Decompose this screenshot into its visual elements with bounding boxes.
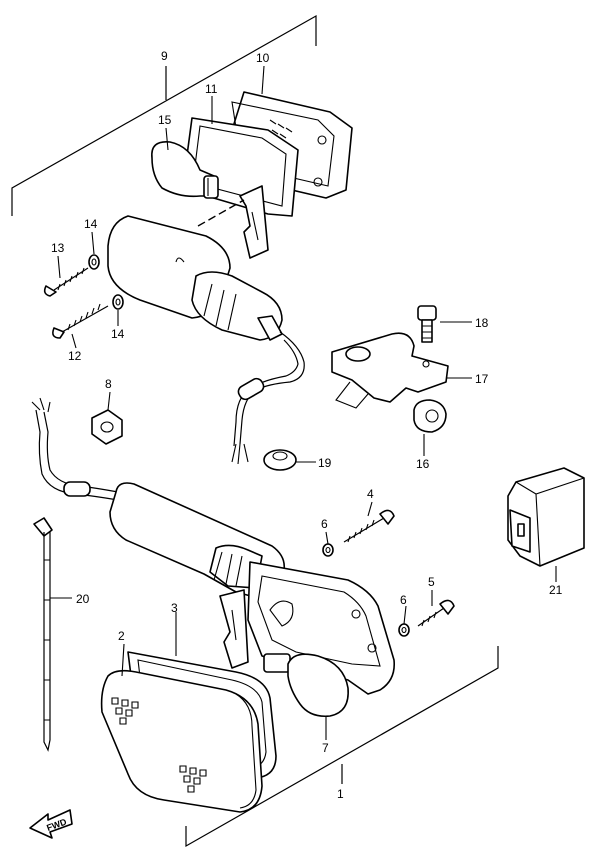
callout-8: 8 <box>105 377 112 391</box>
washer-6-lower <box>398 623 410 637</box>
callout-6-lower: 6 <box>400 593 407 607</box>
forward-arrow-icon: FWD <box>29 809 73 839</box>
grommet-19 <box>263 449 297 471</box>
upper-wire <box>231 331 305 465</box>
upper-bulb <box>151 141 219 199</box>
callout-7: 7 <box>322 741 329 755</box>
lower-wire <box>31 397 119 501</box>
callout-17: 17 <box>475 372 489 386</box>
callout-20: 20 <box>76 592 90 606</box>
washer-6-upper <box>322 543 334 557</box>
callout-3: 3 <box>171 601 178 615</box>
leader-lines <box>50 65 557 740</box>
callout-21: 21 <box>549 583 563 597</box>
lower-lens <box>100 669 263 813</box>
callout-13: 13 <box>51 241 65 255</box>
callout-1: 1 <box>337 787 344 801</box>
screw-4 <box>343 509 395 543</box>
callout-12: 12 <box>68 349 82 363</box>
callout-10: 10 <box>256 51 270 65</box>
flange-nut-16 <box>413 399 447 433</box>
callout-18: 18 <box>475 316 489 330</box>
upper-housing <box>107 215 283 341</box>
upper-screw-13 <box>43 267 89 297</box>
callout-5: 5 <box>428 575 435 589</box>
callout-14-upper: 14 <box>84 217 98 231</box>
washer-14-lower <box>112 294 124 310</box>
callout-2: 2 <box>118 629 125 643</box>
group-bracket-upper <box>11 14 317 216</box>
callout-11: 11 <box>205 82 218 96</box>
screw-5 <box>417 599 455 627</box>
callout-labels: 1 2 3 4 5 6 6 7 8 9 10 11 12 13 14 14 15… <box>51 49 563 801</box>
washer-14-upper <box>88 254 100 270</box>
relay-21 <box>507 467 585 567</box>
callout-16: 16 <box>416 457 430 471</box>
callout-4: 4 <box>367 487 374 501</box>
mount-bracket-17 <box>331 332 449 409</box>
callout-6-upper: 6 <box>321 517 328 531</box>
hex-nut-8 <box>91 409 123 445</box>
group-bracket-lower <box>185 646 499 848</box>
upper-screw-12 <box>52 303 109 339</box>
callout-14-lower: 14 <box>111 327 125 341</box>
callout-9: 9 <box>161 49 168 63</box>
cable-tie-20 <box>33 517 53 752</box>
lower-mount-clip <box>219 589 249 669</box>
upper-mount-clip <box>239 185 269 259</box>
callout-15: 15 <box>158 113 172 127</box>
bolt-18 <box>417 305 437 343</box>
lower-bulb <box>263 653 349 718</box>
callout-19: 19 <box>318 456 332 470</box>
